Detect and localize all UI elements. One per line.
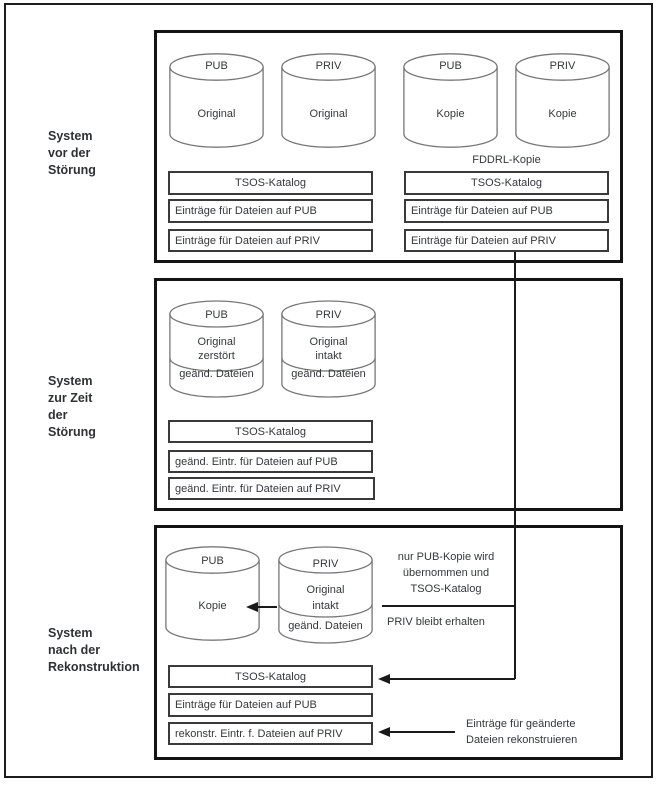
stage-label-line: Rekonstruktion — [48, 660, 140, 674]
tsos-katalog-box-original: TSOS-Katalog — [168, 171, 373, 195]
entries-pub-box-restored: Einträge für Dateien auf PUB — [168, 693, 373, 717]
changed-entries-priv-box: geänd. Eintr. für Dateien auf PRIV — [168, 477, 375, 500]
cylinder-name: PRIV — [315, 60, 342, 72]
stage-label-line: vor der — [48, 146, 91, 160]
cylinder-label: zerstört — [198, 350, 235, 362]
stage-label-line: Störung — [48, 163, 96, 177]
cylinder-name: PUB — [201, 555, 224, 567]
note-line: nur PUB-Kopie wird — [397, 551, 495, 563]
cylinder-name: PRIV — [315, 309, 342, 321]
cylinder-name: PUB — [205, 309, 228, 321]
cylinder-segment-label: geänd. Dateien — [179, 368, 254, 380]
disk-cylinder-icon — [169, 53, 264, 148]
page-border — [4, 3, 653, 778]
disk-cylinder-icon — [165, 546, 260, 641]
reconstructed-entries-priv-box: rekonstr. Eintr. f. Dateien auf PRIV — [168, 722, 373, 745]
cylinder-name: PUB — [439, 60, 462, 72]
cylinder-priv-original: PRIV Original — [281, 53, 376, 148]
cylinder-pub-restored-copy: PUB Kopie — [165, 546, 260, 641]
tsos-katalog-box-copy: TSOS-Katalog — [404, 171, 609, 195]
cylinder-label: Original — [306, 584, 345, 596]
cylinder-label: Original — [197, 108, 236, 120]
note-rebuild-entries: Einträge für geänderte Dateien rekonstru… — [466, 716, 606, 748]
cylinder-label: Original — [197, 336, 236, 348]
cylinder-label: Kopie — [436, 108, 465, 120]
cylinder-label: Kopie — [198, 600, 227, 612]
disk-cylinder-icon — [403, 53, 498, 148]
cylinder-priv-copy: PRIV Kopie — [515, 53, 610, 148]
stage-label-line: System — [48, 129, 93, 143]
note-pub-copy-transferred: nur PUB-Kopie wird übernommen und TSOS-K… — [383, 549, 509, 597]
note-line: Einträge für geänderte — [466, 718, 576, 730]
cylinder-label: Kopie — [548, 108, 577, 120]
cylinder-segment-label: geänd. Dateien — [288, 620, 363, 632]
entries-priv-box-copy: Einträge für Dateien auf PRIV — [404, 229, 609, 252]
stage-label-line: nach der — [48, 643, 101, 657]
stage-label-before-failure: System vor der Störung — [48, 128, 96, 179]
note-priv-kept: PRIV bleibt erhalten — [387, 616, 485, 628]
stage-label-line: Störung — [48, 425, 96, 439]
cylinder-pub-original: PUB Original — [169, 53, 264, 148]
cylinder-label: intakt — [312, 600, 339, 612]
cylinder-name: PUB — [205, 60, 228, 72]
stage-label-after-reconstruction: System nach der Rekonstruktion — [48, 625, 140, 676]
entries-priv-box-original: Einträge für Dateien auf PRIV — [168, 229, 373, 252]
disk-cylinder-icon — [281, 53, 376, 148]
entries-pub-box-copy: Einträge für Dateien auf PUB — [404, 199, 609, 223]
stage-label-line: zur Zeit — [48, 391, 93, 405]
cylinder-label: Original — [309, 336, 348, 348]
entries-pub-box-original: Einträge für Dateien auf PUB — [168, 199, 373, 223]
cylinder-priv-intact: PRIV Original intakt geänd. Dateien — [281, 300, 376, 398]
stage-label-line: System — [48, 374, 93, 388]
stage-label-at-failure: System zur Zeit der Störung — [48, 373, 96, 441]
disk-cylinder-segmented-icon — [169, 300, 264, 398]
cylinder-pub-copy: PUB Kopie — [403, 53, 498, 148]
tsos-katalog-box-restored: TSOS-Katalog — [168, 665, 373, 688]
note-line: übernommen und — [402, 567, 490, 579]
cylinder-label: Original — [309, 108, 348, 120]
cylinder-name: PRIV — [312, 558, 339, 570]
note-line: Dateien rekonstruieren — [466, 734, 578, 746]
changed-entries-pub-box: geänd. Eintr. für Dateien auf PUB — [168, 450, 373, 473]
stage-label-line: System — [48, 626, 93, 640]
cylinder-segment-label: geänd. Dateien — [291, 368, 366, 380]
cylinder-label: intakt — [315, 350, 342, 362]
note-line: TSOS-Katalog — [410, 583, 482, 595]
tsos-katalog-box-at-failure: TSOS-Katalog — [168, 420, 373, 443]
cylinder-pub-destroyed: PUB Original zerstört geänd. Dateien — [169, 300, 264, 398]
stage-label-line: der — [48, 408, 68, 422]
cylinder-priv-kept: PRIV Original intakt geänd. Dateien — [278, 546, 373, 644]
disk-cylinder-icon — [515, 53, 610, 148]
disk-cylinder-segmented-icon — [281, 300, 376, 398]
fddrl-copy-caption: FDDRL-Kopie — [472, 154, 541, 166]
cylinder-name: PRIV — [549, 60, 576, 72]
disk-cylinder-segmented-icon — [278, 546, 373, 644]
